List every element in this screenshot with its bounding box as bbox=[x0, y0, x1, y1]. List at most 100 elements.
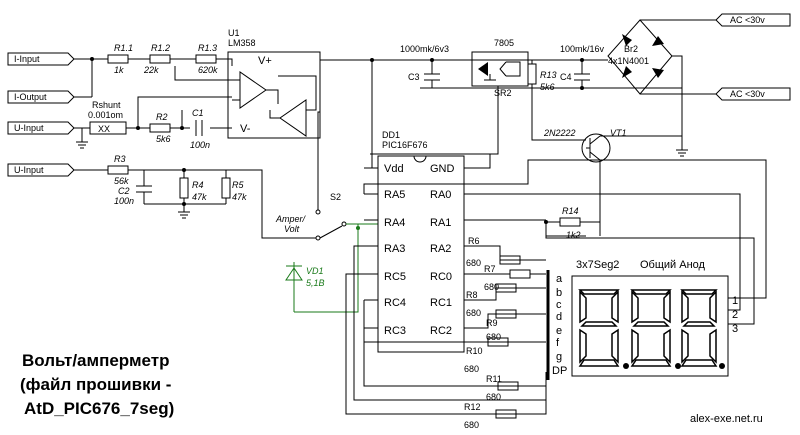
svg-text:R12: R12 bbox=[464, 402, 481, 412]
svg-text:R1.1: R1.1 bbox=[114, 43, 133, 53]
svg-text:R1.2: R1.2 bbox=[151, 43, 170, 53]
resistor-r1-2: R1.2 22k bbox=[143, 43, 171, 75]
svg-text:a: a bbox=[556, 273, 563, 285]
svg-text:C1: C1 bbox=[192, 108, 204, 118]
shunt-resistor: XX Rshunt 0.001om bbox=[88, 100, 127, 135]
svg-text:AC <30v: AC <30v bbox=[730, 15, 765, 25]
svg-text:DP: DP bbox=[552, 365, 567, 377]
svg-text:680: 680 bbox=[466, 308, 481, 318]
seven-segment-display: 3x7Seg2 Общий Анод bbox=[571, 259, 738, 377]
svg-text:47k: 47k bbox=[232, 192, 247, 202]
svg-text:R5: R5 bbox=[232, 180, 244, 190]
svg-text:c: c bbox=[556, 299, 562, 311]
svg-text:DD1: DD1 bbox=[382, 130, 400, 140]
bridge-br2: Br2 4x1N4001 bbox=[600, 19, 716, 150]
svg-text:U1: U1 bbox=[228, 28, 240, 38]
svg-text:1000mk/6v3: 1000mk/6v3 bbox=[400, 44, 449, 54]
i-input-label: I-Input bbox=[14, 54, 40, 64]
svg-text:C4: C4 bbox=[560, 72, 572, 82]
svg-text:Br2: Br2 bbox=[624, 44, 638, 54]
capacitor-c1: C1 100n bbox=[190, 108, 210, 150]
ac-flag-bottom: AC <30v bbox=[715, 87, 791, 101]
u-input-1-label: U-Input bbox=[14, 123, 44, 133]
svg-text:C2: C2 bbox=[118, 186, 130, 196]
input-flag-i-output: I-Output bbox=[7, 90, 75, 104]
transistor-vt1: 2N2222 VT1 bbox=[543, 128, 682, 200]
resistor-r5: R5 47k bbox=[221, 177, 247, 202]
svg-text:b: b bbox=[556, 287, 562, 299]
input-flag-u-input-2: U-Input bbox=[7, 163, 75, 177]
svg-text:R13: R13 bbox=[540, 70, 557, 80]
caption-line-1: Вольт/амперметр bbox=[22, 351, 169, 370]
svg-text:2N2222: 2N2222 bbox=[543, 128, 576, 138]
svg-text:f: f bbox=[556, 337, 560, 349]
svg-text:Rshunt: Rshunt bbox=[92, 100, 121, 110]
resistor-r7: R7 680 bbox=[484, 264, 531, 292]
u-input-2-label: U-Input bbox=[14, 165, 44, 175]
input-flag-u-input-1: U-Input bbox=[7, 121, 75, 135]
svg-text:100n: 100n bbox=[114, 196, 134, 206]
svg-text:2: 2 bbox=[732, 309, 738, 321]
svg-text:1k2: 1k2 bbox=[566, 230, 581, 240]
svg-text:1: 1 bbox=[732, 295, 738, 307]
switch-s2: S2 Amper/ Volt bbox=[275, 111, 347, 241]
svg-text:VD1: VD1 bbox=[306, 266, 324, 276]
svg-text:100n: 100n bbox=[190, 140, 210, 150]
resistor-r1-1: R1.1 1k bbox=[107, 43, 133, 75]
resistor-r3: R3 56k bbox=[107, 154, 129, 186]
svg-text:PIC16F676: PIC16F676 bbox=[382, 140, 428, 150]
svg-text:5k6: 5k6 bbox=[156, 134, 171, 144]
zener-vd1: VD1 5,1B bbox=[285, 265, 325, 288]
svg-text:VT1: VT1 bbox=[610, 128, 627, 138]
mcu-dd1: DD1 PIC16F676 Vdd RA5 RA4 RA3 RC5 RC4 RC… bbox=[377, 130, 465, 353]
svg-text:RC1: RC1 bbox=[430, 297, 452, 309]
svg-text:56k: 56k bbox=[114, 176, 129, 186]
svg-text:RA4: RA4 bbox=[384, 217, 405, 229]
svg-text:RC5: RC5 bbox=[384, 271, 406, 283]
svg-text:100mk/16v: 100mk/16v bbox=[560, 44, 605, 54]
svg-text:5k6: 5k6 bbox=[540, 82, 555, 92]
svg-text:R6: R6 bbox=[468, 236, 480, 246]
svg-text:RA3: RA3 bbox=[384, 243, 405, 255]
svg-text:GND: GND bbox=[430, 163, 455, 175]
svg-text:V+: V+ bbox=[258, 55, 272, 67]
i-output-label: I-Output bbox=[14, 92, 47, 102]
svg-text:R2: R2 bbox=[156, 112, 168, 122]
svg-text:0.001om: 0.001om bbox=[88, 110, 123, 120]
caption-line-2: (файл прошивки - bbox=[20, 375, 171, 394]
capacitor-c4: 100mk/16v C4 bbox=[560, 44, 605, 88]
resistor-r1-3: R1.3 620k bbox=[195, 43, 218, 75]
svg-text:XX: XX bbox=[98, 124, 110, 134]
svg-text:3: 3 bbox=[732, 323, 738, 335]
svg-text:620k: 620k bbox=[198, 65, 218, 75]
capacitor-c3: 1000mk/6v3 C3 bbox=[400, 44, 449, 88]
svg-text:RA0: RA0 bbox=[430, 189, 451, 201]
digit-2 bbox=[630, 289, 681, 369]
svg-text:Общий Анод: Общий Анод bbox=[640, 259, 706, 271]
digit-3 bbox=[680, 289, 725, 369]
svg-text:C3: C3 bbox=[408, 72, 420, 82]
svg-text:RC2: RC2 bbox=[430, 325, 452, 337]
resistor-r2: R2 5k6 bbox=[149, 112, 171, 144]
svg-text:R7: R7 bbox=[484, 264, 496, 274]
input-flag-i-input: I-Input bbox=[7, 52, 75, 66]
resistor-r9: R9 680 bbox=[486, 309, 517, 342]
svg-text:4x1N4001: 4x1N4001 bbox=[608, 56, 649, 66]
svg-text:RC0: RC0 bbox=[430, 271, 452, 283]
svg-text:R8: R8 bbox=[466, 290, 478, 300]
svg-text:3x7Seg2: 3x7Seg2 bbox=[576, 259, 619, 271]
svg-text:680: 680 bbox=[466, 258, 481, 268]
resistor-r12: R12 680 bbox=[464, 402, 517, 430]
svg-text:RA1: RA1 bbox=[430, 217, 451, 229]
svg-text:680: 680 bbox=[486, 332, 501, 342]
svg-text:Vdd: Vdd bbox=[384, 163, 404, 175]
svg-text:AC <30v: AC <30v bbox=[730, 89, 765, 99]
svg-text:680: 680 bbox=[486, 392, 501, 402]
svg-text:Volt: Volt bbox=[284, 224, 300, 234]
svg-text:22k: 22k bbox=[143, 65, 159, 75]
svg-text:R4: R4 bbox=[192, 180, 204, 190]
resistor-r14: R14 1k2 bbox=[559, 206, 581, 240]
svg-text:R1.3: R1.3 bbox=[198, 43, 217, 53]
website-label: alex-exe.net.ru bbox=[690, 413, 763, 425]
